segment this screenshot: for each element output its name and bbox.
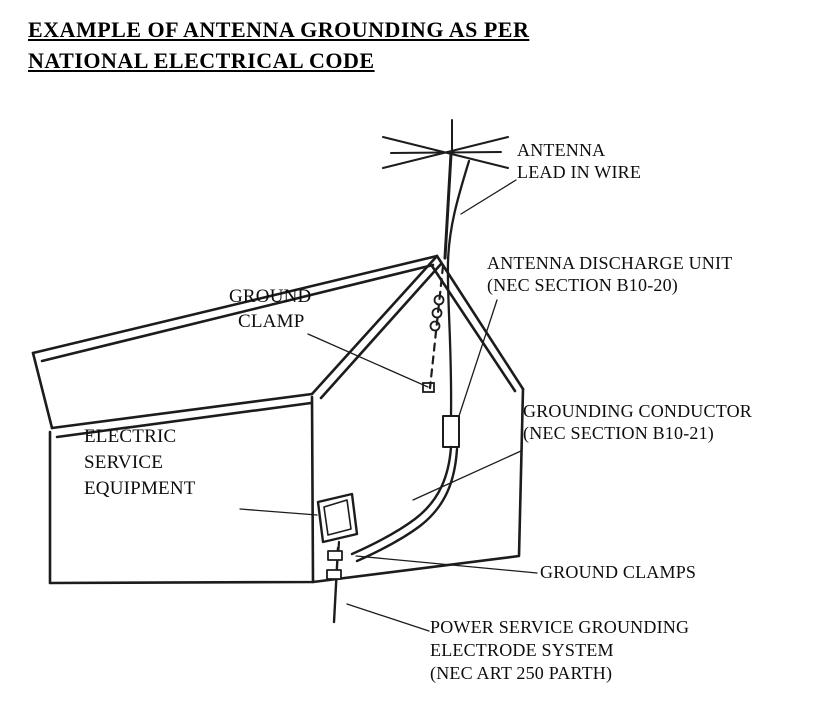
- page-title: EXAMPLE OF ANTENNA GROUNDING AS PER NATI…: [28, 14, 529, 76]
- label-ground-clamps: GROUND CLAMPS: [540, 562, 697, 582]
- ground-clamp-symbol: [326, 569, 342, 580]
- house-drawing: [31, 254, 525, 585]
- electric-service-equipment-symbol: [316, 492, 359, 544]
- wiring-drawing: [316, 159, 471, 624]
- label-antenna-discharge-unit: ANTENNA DISCHARGE UNIT (NEC SECTION B10-…: [487, 253, 733, 295]
- antenna-drawing: [382, 119, 509, 393]
- label-power-service-grounding: POWER SERVICE GROUNDING ELECTRODE SYSTEM…: [430, 617, 690, 683]
- antenna-discharge-unit-symbol: [442, 415, 460, 448]
- label-grounding-conductor: GROUNDING CONDUCTOR (NEC SECTION B10-21): [523, 401, 752, 443]
- ground-clamp-symbol: [327, 550, 343, 561]
- page-title-line2: NATIONAL ELECTRICAL CODE: [28, 48, 375, 73]
- label-ground-clamp: GROUND CLAMP: [229, 286, 312, 332]
- label-antenna-lead-in-wire: ANTENNA LEAD IN WIRE: [517, 140, 642, 182]
- label-electric-service-equipment: ELECTRIC SERVICE EQUIPMENT: [84, 426, 196, 499]
- leader-lines: [239, 179, 538, 632]
- page-title-line1: EXAMPLE OF ANTENNA GROUNDING AS PER: [28, 17, 530, 42]
